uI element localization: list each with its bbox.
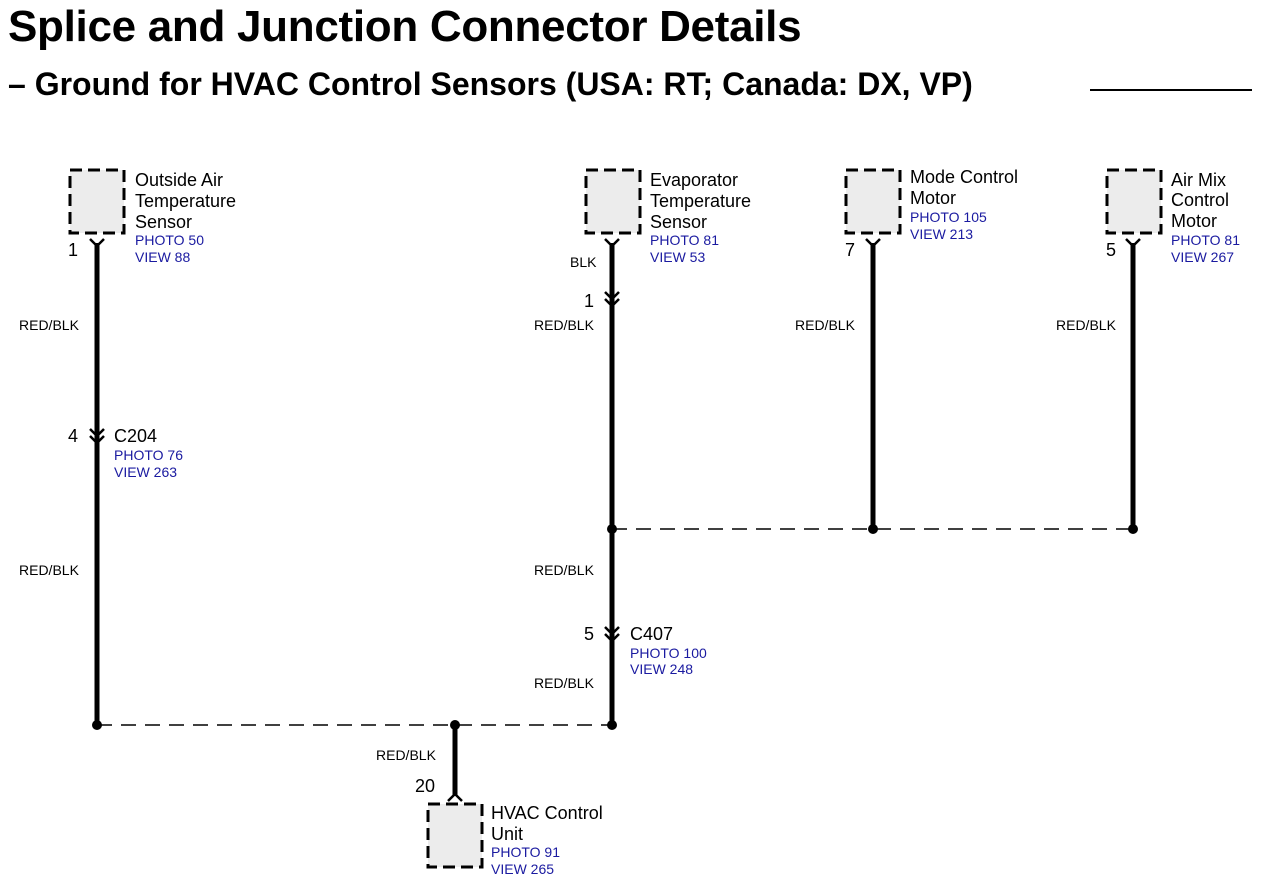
mode-motor-pin-number: 7 [845,240,855,260]
outside-air-name-line-2: Temperature [135,191,236,211]
c407-pin-number: 5 [584,624,594,644]
c407-connector-id: C407 [630,624,673,644]
evaporator-blk-wire-label: BLK [570,254,597,270]
hvac-unit-view-link[interactable]: VIEW 265 [491,861,554,877]
hvac-unit-wire-label: RED/BLK [376,747,437,763]
c204-connector-mark [89,428,105,445]
evaporator-photo-link[interactable]: PHOTO 81 [650,232,719,248]
outside-air-photo-link[interactable]: PHOTO 50 [135,232,204,248]
outside-air-view-link[interactable]: VIEW 88 [135,249,190,265]
splice-dot [1128,524,1138,534]
hvac-unit-name-line-1: HVAC Control [491,803,603,823]
air-mix-photo-link[interactable]: PHOTO 81 [1171,232,1240,248]
c204-photo-link[interactable]: PHOTO 76 [114,447,183,463]
evaporator-view-link[interactable]: VIEW 53 [650,249,705,265]
c407-lower-wire-label: RED/BLK [534,675,595,691]
splice-dot [92,720,102,730]
outside-air-name-line-1: Outside Air [135,170,223,190]
splice-dot [607,720,617,730]
page-title: Splice and Junction Connector Details [8,2,802,51]
outside-air-name-line-3: Sensor [135,212,192,232]
terminal-mark [447,792,463,802]
evaporator-name-line-1: Evaporator [650,170,738,190]
c204-connector-id: C204 [114,426,157,446]
evaporator-name-line-2: Temperature [650,191,751,211]
mode-motor-photo-link[interactable]: PHOTO 105 [910,209,987,225]
page-subtitle: – Ground for HVAC Control Sensors (USA: … [8,66,973,102]
c204-view-link[interactable]: VIEW 263 [114,464,177,480]
air-mix-wire-label: RED/BLK [1056,317,1117,333]
splice-dot [607,524,617,534]
air-mix-name-line-1: Air Mix [1171,170,1226,190]
terminal-mark [89,238,105,248]
splice-dot [868,524,878,534]
mode-control-motor-box [844,168,902,235]
c204-pin-number: 4 [68,426,78,446]
hvac-unit-photo-link[interactable]: PHOTO 91 [491,844,560,860]
subtitle-rule [1090,89,1252,91]
splice-dot [450,720,460,730]
evaporator-name-line-3: Sensor [650,212,707,232]
terminal-mark [865,238,881,248]
air-mix-view-link[interactable]: VIEW 267 [1171,249,1234,265]
mode-motor-name-line-1: Mode Control [910,167,1018,187]
mode-motor-name-line-2: Motor [910,188,956,208]
hvac-unit-name-line-2: Unit [491,824,523,844]
c407-view-link[interactable]: VIEW 248 [630,661,693,677]
evaporator-pin-connector-mark [604,291,620,308]
outside-air-lower-wire-label: RED/BLK [19,562,80,578]
evaporator-sensor-box [584,168,642,235]
air-mix-name-line-2: Control [1171,190,1229,210]
evaporator-connector-pin: 1 [584,291,594,311]
air-mix-name-line-3: Motor [1171,211,1217,231]
c407-photo-link[interactable]: PHOTO 100 [630,645,707,661]
air-mix-pin-number: 5 [1106,240,1116,260]
terminal-mark [604,238,620,248]
outside-air-upper-wire-label: RED/BLK [19,317,80,333]
hvac-control-unit-box [426,802,484,869]
outside-air-sensor-box [68,168,126,235]
evap-splice-lower-wire-label: RED/BLK [534,562,595,578]
outside-air-pin-number: 1 [68,240,78,260]
c407-connector-mark [604,626,620,643]
terminal-mark [1125,238,1141,248]
mode-motor-view-link[interactable]: VIEW 213 [910,226,973,242]
hvac-unit-pin-number: 20 [415,776,435,796]
evaporator-upper-wire-label: RED/BLK [534,317,595,333]
air-mix-motor-box [1105,168,1163,235]
mode-motor-wire-label: RED/BLK [795,317,856,333]
